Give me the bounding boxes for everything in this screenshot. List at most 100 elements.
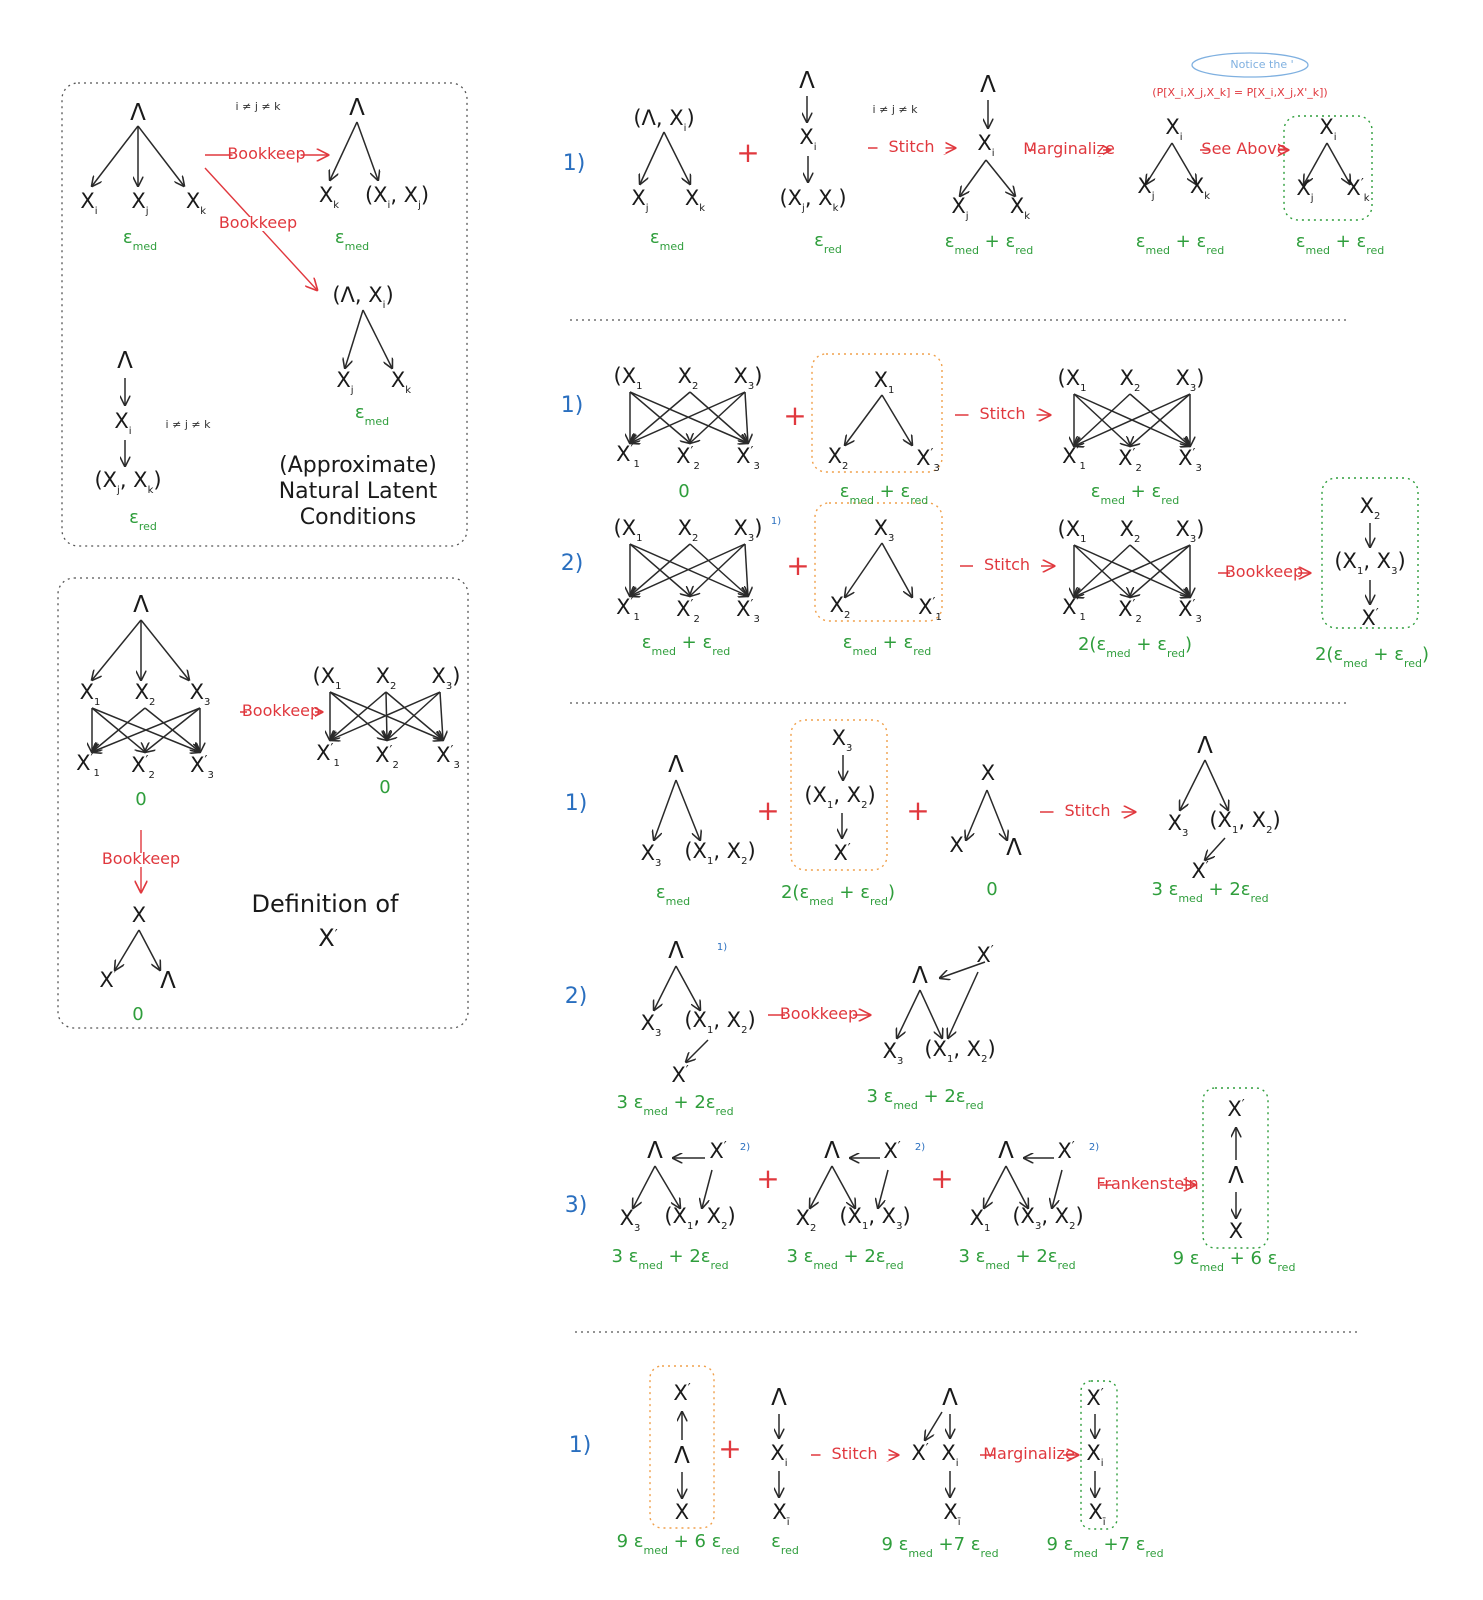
edge-arrow [831, 1165, 855, 1208]
operation-see_above: See Above [1201, 139, 1286, 158]
probability-note: (P[X_i,X_j,X_k] = P[X_i,X_j,X'_k]) [1152, 86, 1327, 99]
node-x3p: X′3 [436, 743, 460, 771]
error-three-two: 3 εmed + 2εred [616, 1092, 733, 1118]
edge-arrow [345, 309, 364, 368]
node-x3p: X′3 [1178, 446, 1202, 474]
node-pair_x1_x2: (X1, X2) [804, 783, 875, 811]
operation-label-bg [1230, 565, 1298, 579]
edge-arrow [92, 707, 201, 752]
node-x3: X3 [641, 1011, 662, 1039]
error-med: εmed [335, 227, 369, 253]
node-xj: Xj [1137, 174, 1154, 202]
lambda-node: Λ [980, 72, 996, 98]
error-three-two: 3 εmed + 2εred [786, 1246, 903, 1272]
node-pair_x1_x2: (X1, X2) [684, 839, 755, 867]
edge-arrow [689, 543, 748, 596]
node-x3: X3 [883, 1039, 904, 1067]
operation-label-bg [877, 140, 946, 154]
lambda-node: Λ [160, 968, 176, 994]
edge-arrow [92, 619, 142, 680]
operation-label-bg [108, 853, 174, 867]
node-xbar_i: Xī [943, 1500, 960, 1528]
step-reference: 1) [717, 942, 727, 953]
plus-sign: + [906, 794, 929, 827]
edge-arrow [966, 789, 988, 840]
node-x1p: X′1 [76, 751, 100, 779]
operation-stitch: Stitch [1064, 801, 1110, 820]
operation-marginalize: Marginalize [983, 1444, 1075, 1463]
operation-label-bg [1210, 142, 1278, 156]
node-xk: Xk [1010, 194, 1030, 222]
edge-arrow [881, 394, 912, 445]
operation-stitch: Stitch [888, 137, 934, 156]
operation-bookkeep: Bookkeep [102, 849, 180, 868]
node-xbar_i: Xī [772, 1500, 789, 1528]
node-close_x3: X3) [1176, 517, 1205, 545]
node-x2: X2 [830, 593, 851, 621]
node-x1p: X′1 [1062, 444, 1086, 472]
node-xkp: X′k [1346, 176, 1369, 204]
operation-stitch: Stitch [831, 1444, 877, 1463]
operation-label-bg [968, 407, 1037, 421]
node-x3: X3 [190, 680, 211, 708]
node-pair_xj_xk: (Xj, Xk) [779, 186, 846, 214]
operation-bookkeep: Bookkeep [219, 213, 297, 232]
panel-caption: Natural Latent [279, 479, 438, 504]
step-label-s1: 1) [565, 791, 588, 816]
edge-arrow [630, 391, 746, 443]
node-x2: X2 [678, 364, 699, 392]
edge-arrow [1171, 142, 1196, 184]
node-xi: Xi [114, 409, 131, 437]
edge-arrow [1304, 142, 1328, 184]
lambda-node: Λ [130, 100, 146, 126]
edge-arrow [675, 965, 700, 1010]
lambda-node: Λ [1006, 835, 1022, 861]
lambda-node: Λ [117, 348, 133, 374]
error-med: εmed [650, 227, 684, 253]
edge-arrow [948, 971, 979, 1038]
node-x2: X2 [1360, 494, 1381, 522]
node-x2p: X′2 [1118, 446, 1142, 474]
edge-arrow [1180, 759, 1206, 810]
node-pair_x1_x3: (X1, X3) [839, 1204, 910, 1232]
edge-arrow [640, 131, 665, 184]
node-xp: X′ [1191, 859, 1208, 883]
edge-arrow [1130, 544, 1191, 597]
result-box [1283, 115, 1373, 221]
node-x1: X1 [970, 1206, 991, 1234]
lambda-node: Λ [824, 1138, 840, 1164]
node-xp: X′ [883, 1139, 900, 1163]
lambda-node: Λ [942, 1385, 958, 1411]
edge-arrow [878, 1169, 889, 1208]
operation-label-bg [973, 558, 1041, 572]
error-nine-seven: 9 εmed +7 εred [1046, 1534, 1163, 1560]
operation-bookkeep: Bookkeep [227, 144, 305, 163]
node-x1p: X′1 [616, 595, 640, 623]
lambda-node: Λ [668, 938, 684, 964]
operation-label-bg [1113, 1177, 1182, 1191]
edge-arrow [362, 309, 392, 368]
graph-edges [92, 96, 1370, 1498]
edge-arrow [986, 789, 1007, 840]
panel-caption: X′ [318, 924, 337, 952]
lambda-node: Λ [771, 1385, 787, 1411]
node-xk: Xk [319, 183, 339, 211]
step-label-s1: 1) [569, 1433, 592, 1458]
lambda-node: Λ [1197, 733, 1213, 759]
step-reference: 2) [915, 1142, 925, 1153]
operation-bookkeep: Bookkeep [780, 1004, 858, 1023]
node-pair_l_xi: (Λ, Xi) [332, 283, 393, 311]
error-nine-six: 9 εmed + 6 εred [1173, 1248, 1296, 1274]
node-x3: X3 [1168, 811, 1189, 839]
node-x3p: X′3 [736, 597, 760, 625]
error-zero: 0 [135, 789, 146, 810]
error-red: εred [129, 507, 157, 533]
edge-arrow [1146, 142, 1173, 184]
edge-arrow [845, 394, 883, 445]
lambda-node: Λ [799, 68, 815, 94]
lambda-node: Λ [647, 1138, 663, 1164]
operation-label-bg [995, 1447, 1063, 1461]
node-xi: Xi [941, 1441, 958, 1469]
